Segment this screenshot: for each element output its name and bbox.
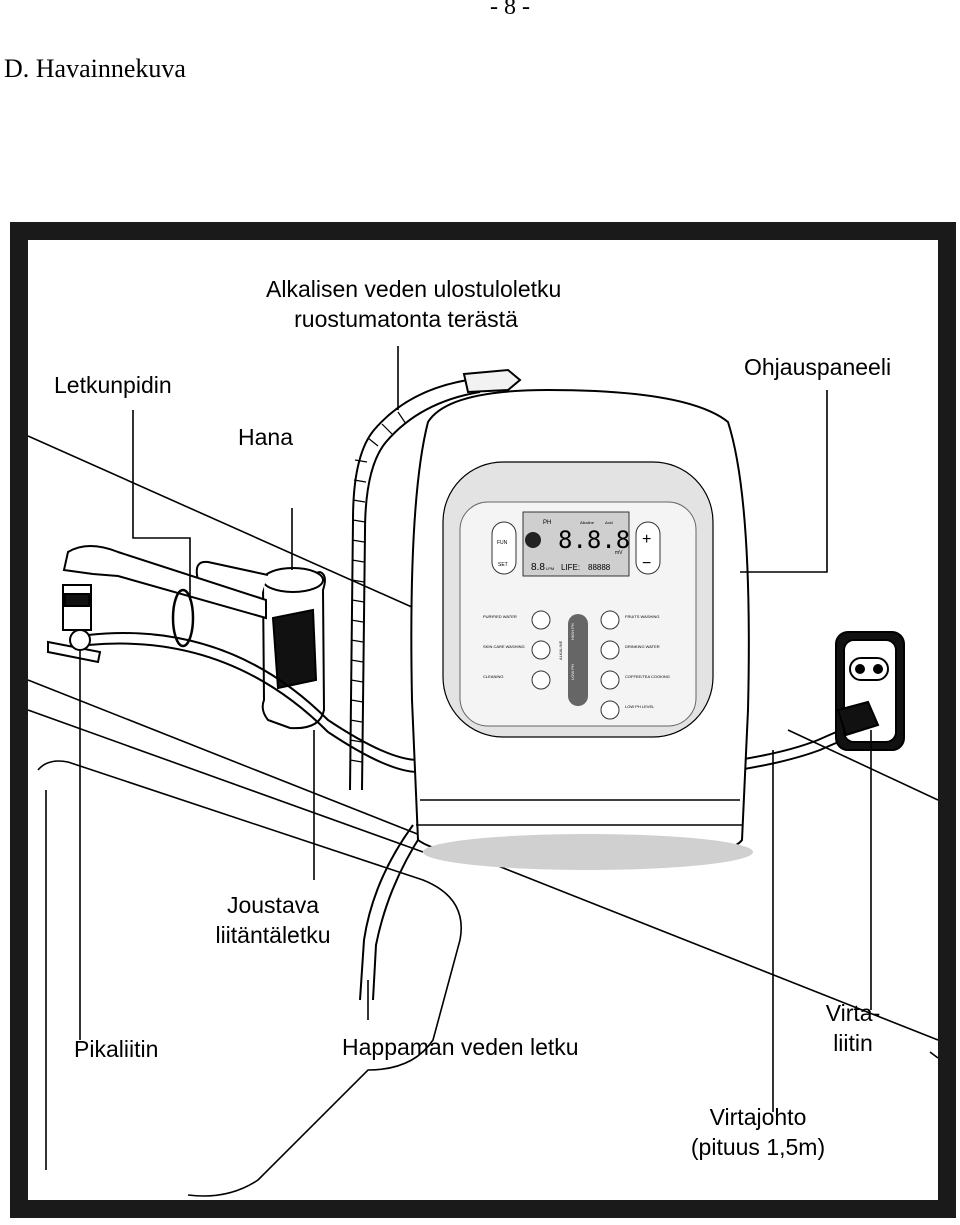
control-panel-text: PH Alkaline Acid FUN SET + − 8.8.8 mV 8.… [483,520,670,709]
figure-area: PH Alkaline Acid FUN SET + − 8.8.8 mV 8.… [28,240,938,1200]
label-power-connector-line1: Virta- [825,1000,881,1026]
control-panel-housing [442,461,714,738]
plus-button[interactable]: + [642,531,651,548]
alkaline-label: Alkaline [580,520,595,525]
low-ph-label: LOW PH [570,664,575,680]
option-purified-water: PURIFIED WATER [483,614,517,619]
leader-lines [79,346,872,1112]
water-ionizer-illustration: PH Alkaline Acid FUN SET + − 8.8.8 mV 8.… [28,346,938,1197]
label-alkaline-outlet-line1: Alkalisen veden ulostuloletku [266,276,562,302]
unit-shadow [423,834,753,870]
option-low-ph: LOW PH LEVEL [625,704,655,709]
hose-ribs [349,411,407,763]
set-button[interactable]: SET [498,562,508,568]
alkaline-vertical-label: ALKALINE [558,641,563,660]
option-drinking-water: DRINKING WATER [625,644,660,649]
minus-button[interactable]: − [642,555,651,572]
lcd-small-digits: 8.8 [531,562,545,573]
fun-button[interactable]: FUN [497,540,508,546]
label-power-cord-line1: Virtajohto [709,1104,807,1130]
label-power-connector-line2: liitin [833,1030,873,1056]
label-faucet: Hana [238,424,293,450]
figure-frame: PH Alkaline Acid FUN SET + − 8.8.8 mV 8.… [10,222,956,1218]
label-hose-holder: Letkunpidin [54,372,172,398]
label-power-cord: Virtajohto (pituus 1,5m) [678,1102,838,1162]
label-quick-connector: Pikaliitin [74,1036,159,1062]
lpm-label: LPM [546,566,554,571]
label-alkaline-outlet: Alkalisen veden ulostuloletku ruostumato… [266,274,562,334]
faucet [47,545,326,730]
label-power-cord-line2: (pituus 1,5m) [690,1134,826,1160]
label-alkaline-outlet-line2: ruostumatonta terästä [294,306,518,332]
wall-socket [835,631,905,751]
option-cleaning: CLEANING [483,674,503,679]
page-number: - 8 - [490,0,530,20]
label-flexible-hose-line1: Joustava [226,892,320,918]
option-skin-care-washing: SKIN CARE WASHING [483,644,525,649]
acid-label: Acid [605,520,613,525]
option-coffee-tea: COFFEE/TEA COOKING [625,674,670,679]
high-ph-label: HIGH PH [570,623,575,640]
label-acid-water-hose: Happaman veden letku [342,1034,579,1060]
label-flexible-hose: Joustava liitäntäletku [203,890,343,950]
option-fruits-washing: FRUITS WASHING [625,614,660,619]
lcd-digits: 8.8.8 [558,526,630,554]
label-control-panel: Ohjauspaneeli [744,354,892,380]
ph-label: PH [543,520,551,526]
label-power-connector: Virta- liitin [808,998,898,1058]
life-value: 88888 [588,563,611,572]
counter-lines [28,435,938,1197]
mv-label: mV [615,550,623,556]
label-flexible-hose-line2: liitäntäletku [215,922,331,948]
life-label: LIFE: [561,563,580,572]
section-title: D. Havainnekuva [4,54,186,83]
